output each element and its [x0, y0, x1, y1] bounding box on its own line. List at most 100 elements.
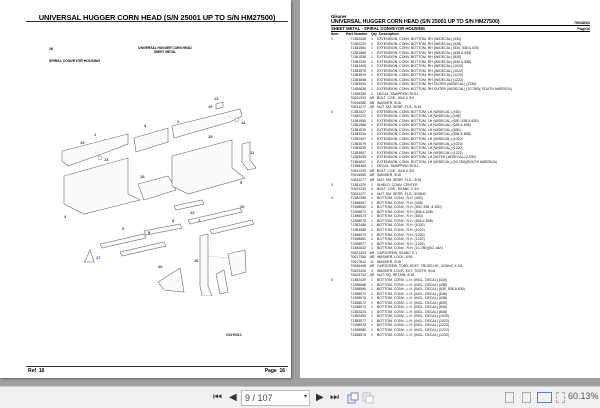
- description: DECAL, SNAPPING ROLL: [377, 91, 419, 96]
- description: EXTENSION, CONV. BOTTOM, RH (W/DECAL) (4…: [377, 41, 462, 46]
- svg-text:1: 1: [94, 132, 97, 137]
- description: BOTTOM, CONV., L.H. (INCL. DECAL) (1020): [377, 314, 449, 319]
- description: BOTTOM, CONV., L.H. (INCL. DECAL) (1230): [377, 332, 449, 337]
- svg-text:12: 12: [190, 210, 195, 215]
- part-number: 71398567: [350, 200, 366, 205]
- description: BOTTOM, CONV., L.H. (INCL. DECAL) (638): [377, 296, 448, 301]
- diagram-header: UNIVERSAL HUGGER CORN HEAD SHEET METAL: [100, 46, 230, 54]
- description: EXTENSION, CONV. BOTTOM, LH (W/DECAL) (5…: [377, 118, 479, 123]
- description: BOTTOM, CONV., L.H. (INCL. DECAL) (836): [377, 305, 448, 310]
- continuous-facing-view-icon[interactable]: [556, 392, 565, 403]
- col-desc: Description: [379, 32, 399, 36]
- quantity: 1: [371, 82, 373, 87]
- next-page-icon[interactable]: ▶: [316, 392, 324, 403]
- section-title: SPIRAL CONVEYOR HOUSING: [49, 59, 101, 63]
- svg-text:17: 17: [96, 255, 101, 260]
- first-page-icon[interactable]: ⏮: [213, 392, 222, 403]
- quantity: 4: [371, 191, 373, 196]
- continuous-view-icon[interactable]: [522, 392, 531, 403]
- part-number: 71381586: [350, 123, 366, 128]
- part-number: 70616085: [350, 100, 366, 105]
- quantity: 4: [371, 187, 373, 192]
- footer-page-label: Page: [264, 368, 277, 374]
- quantity: 11: [370, 259, 374, 264]
- description: CAPSCREW, TORX-SCKT. TRUSS HD., 5/16NC X…: [377, 264, 463, 269]
- part-number: 71398576: [350, 332, 366, 337]
- description: EXTENSION, CONV. BOTTOM, LH (W/DECAL) (1…: [377, 150, 463, 155]
- part-number: 71383608: [350, 77, 366, 82]
- document-viewport[interactable]: UNIVERSAL HUGGER CORN HEAD (S/N 25001 UP…: [0, 0, 600, 386]
- description: EXTENSION, CONV. BOTTOM, RH OUTER (W/DEC…: [377, 87, 512, 92]
- col-item: Item: [331, 32, 339, 36]
- part-number: 71383607: [350, 150, 366, 155]
- remove-bookmark-icon[interactable]: [362, 392, 374, 404]
- description: BOTTOM, CONV., R.H. (1022): [377, 227, 425, 232]
- part-number: 71383095: [350, 155, 366, 160]
- part-number: 71398579: [350, 232, 366, 237]
- description: BOLT, CGE., 5/16 X 3/4: [377, 96, 414, 101]
- part-number: 70631333: [350, 168, 366, 173]
- prev-page-icon[interactable]: ◀: [229, 392, 237, 403]
- description: BOTTOM, CONV., R.H. (1222): [377, 237, 425, 242]
- svg-text:6: 6: [122, 226, 125, 231]
- exploded-parts-diagram: 1 2 3 4 5 6 7 8 9 10 11 12 13 14 14 15 1…: [61, 96, 257, 296]
- figure-code: GCH0012: [226, 333, 242, 337]
- page-dropdown-icon[interactable]: ▾: [304, 394, 308, 400]
- quantity: 1: [371, 141, 373, 146]
- svg-text:11: 11: [250, 150, 255, 155]
- quantity: 3: [371, 268, 373, 273]
- part-number: 71383529: [350, 73, 366, 78]
- zoom-level[interactable]: 60.13%: [568, 391, 599, 401]
- description: EXTENSION, CONV. BOTTOM, LH (W/DECAL) (4…: [377, 114, 461, 119]
- part-number: 71398577: [350, 241, 366, 246]
- quantity: 1: [371, 309, 373, 314]
- page-number-value: 9 / 107: [245, 393, 273, 403]
- quantity: 1: [371, 123, 373, 128]
- description: EXTENSION, CONV. BOTTOM, RH (W/DECAL) (1…: [377, 68, 464, 73]
- page-number-input[interactable]: 9 / 107: [241, 390, 310, 406]
- quantity: 1: [371, 68, 373, 73]
- single-page-view-icon[interactable]: [505, 392, 514, 403]
- description: EXTENSION, CONV. BOTTOM, RH (W/DECAL) (8…: [377, 59, 472, 64]
- quantity: AR: [369, 173, 375, 178]
- quantity: 1: [371, 287, 373, 292]
- quantity: 1: [371, 127, 373, 132]
- part-number: 70623702: [350, 273, 366, 278]
- section-subtitle: SHEET METAL - SPIRAL CONVEYOR HOUSING: [331, 26, 425, 31]
- quantity: 1: [371, 241, 373, 246]
- svg-text:3: 3: [144, 123, 147, 128]
- quantity: AR: [369, 177, 375, 182]
- facing-pages-view-icon[interactable]: [537, 392, 552, 403]
- description: BOTTOM, CONV., L.H. (INCL. DECAL) (1222): [377, 328, 449, 332]
- last-page-icon[interactable]: ⏭: [330, 392, 339, 403]
- svg-text:8: 8: [172, 218, 175, 223]
- footer-ref-label: Ref: [28, 368, 37, 374]
- description: BOTTOM, CONV., L.H. (INCL. DECAL) (1022): [377, 318, 449, 323]
- add-bookmark-icon[interactable]: [347, 392, 359, 404]
- description: WASHER, LOCK, 5/16: [377, 255, 413, 260]
- svg-text:16: 16: [194, 258, 199, 263]
- page-left-diagram: UNIVERSAL HUGGER CORN HEAD (S/N 25001 UP…: [0, 0, 291, 378]
- part-number: 71383556: [350, 227, 366, 232]
- quantity: 1: [371, 132, 373, 137]
- footer-divider: [26, 366, 288, 367]
- part-number: 70636498: [350, 264, 366, 269]
- ref-number: 16: [49, 47, 53, 51]
- quantity: 1: [371, 118, 373, 123]
- svg-text:19: 19: [80, 140, 85, 145]
- description: BOTTOM, CONV., R.H. (636 & 638): [377, 209, 433, 214]
- quantity: AR: [369, 264, 375, 269]
- part-number: 71398573: [350, 214, 366, 219]
